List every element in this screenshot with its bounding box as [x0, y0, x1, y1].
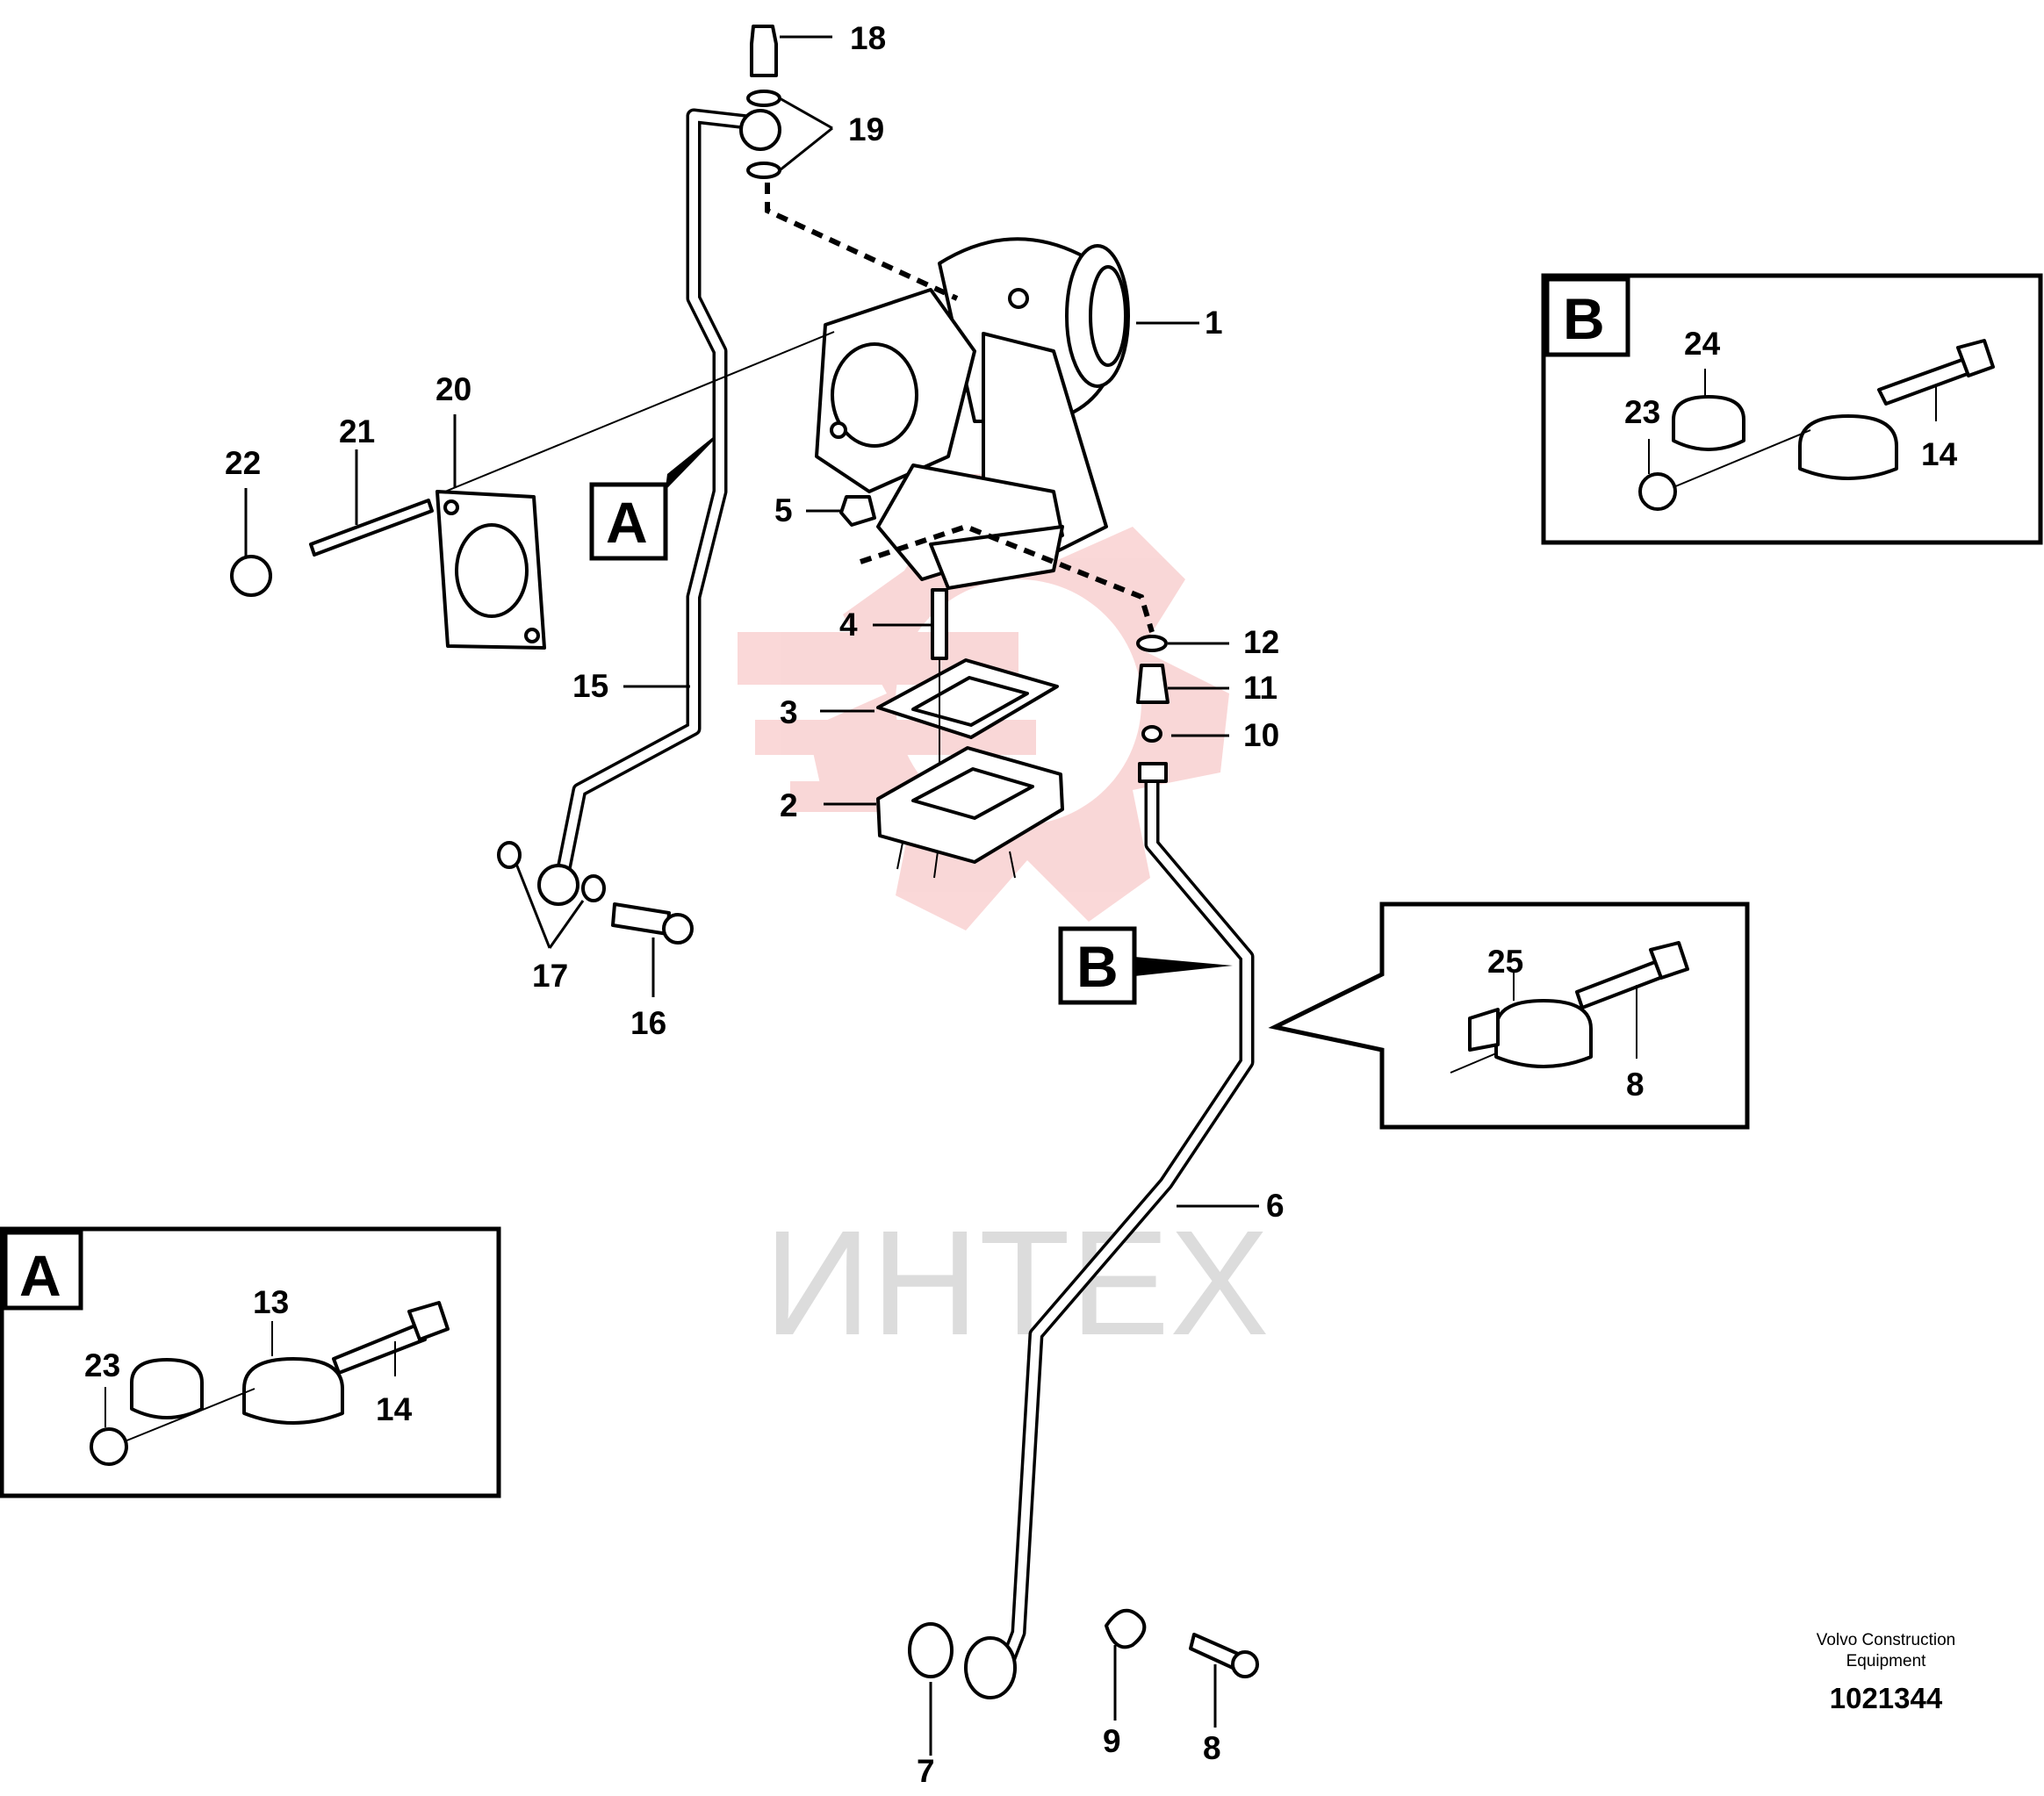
callout-22: 22: [225, 445, 261, 481]
clamp-13: [242, 1357, 344, 1425]
grommet-7: [964, 1636, 1017, 1699]
callout-3: 3: [780, 694, 798, 730]
watermark: ИНТЕХ: [738, 474, 1270, 1367]
callout-5: 5: [774, 492, 793, 528]
stud-21: [309, 499, 434, 557]
callout-2: 2: [780, 787, 798, 823]
turbocharger: [815, 237, 1130, 590]
callout-7: 7: [917, 1753, 935, 1789]
fitting-11: [1136, 664, 1170, 704]
leader-lines: [244, 35, 1259, 1756]
credit-block: Volvo Construction Equipment 1021344: [1817, 1631, 1955, 1714]
callout-6: 6: [1266, 1188, 1285, 1224]
callout-10: 10: [1243, 717, 1279, 753]
credit-line1: Volvo Construction: [1817, 1631, 1955, 1649]
svg-text:25: 25: [1487, 944, 1523, 980]
washer-10: [1141, 725, 1162, 743]
svg-text:8: 8: [1626, 1067, 1645, 1103]
banjo-bolt-18: [746, 25, 781, 179]
detail-b-top-letter: B: [1563, 286, 1605, 351]
clamp-25: [1494, 999, 1593, 1068]
svg-text:A: A: [606, 490, 648, 555]
callout-1: 1: [1205, 305, 1223, 341]
washer-12: [1136, 635, 1168, 652]
bolt-8-inline: [1575, 959, 1666, 1009]
clamp-14: [1798, 414, 1898, 480]
nut-5: [839, 495, 876, 527]
nut-23: [1638, 472, 1677, 511]
doc-number: 1021344: [1830, 1682, 1943, 1714]
detail-view-a: A 13 23 14: [0, 1226, 501, 1498]
detail-view-b-inline: 25 8: [1268, 902, 1750, 1130]
detail-a-letter: A: [19, 1243, 61, 1308]
bolt-14-a: [332, 1322, 427, 1375]
callout-12: 12: [1243, 624, 1279, 660]
banjo-bolt-16: [611, 902, 671, 936]
bolt-8: [1189, 1633, 1240, 1670]
callout-17: 17: [532, 958, 568, 994]
watermark-text: ИНТЕХ: [764, 1200, 1270, 1367]
clip-9: [1105, 1608, 1147, 1649]
callout-11: 11: [1243, 670, 1278, 706]
svg-text:23: 23: [1624, 394, 1660, 430]
stud-4: [931, 588, 948, 660]
callout-20: 20: [435, 371, 471, 407]
detail-view-b-top: B 24 23 14: [1541, 273, 2043, 545]
callout-4: 4: [839, 607, 858, 643]
svg-text:B: B: [1076, 934, 1119, 999]
nut-22: [230, 555, 272, 597]
callout-8: 8: [1203, 1730, 1221, 1766]
svg-text:23: 23: [84, 1347, 120, 1383]
callouts: 1 2 3 4 5 6 7 8 9 10 11 12 15 16 17 18 1…: [225, 20, 1285, 1789]
credit-line2: Equipment: [1846, 1652, 1927, 1670]
callout-21: 21: [339, 413, 375, 449]
view-marker-a: A: [589, 428, 723, 561]
svg-text:24: 24: [1684, 326, 1721, 362]
view-marker-b: B: [1058, 926, 1233, 1005]
clamp-23-a: [130, 1358, 204, 1419]
nut-23-a: [90, 1427, 128, 1466]
callout-19: 19: [848, 111, 884, 147]
svg-text:14: 14: [376, 1391, 413, 1427]
svg-text:14: 14: [1921, 436, 1958, 472]
callout-18: 18: [850, 20, 886, 56]
callout-15: 15: [572, 668, 608, 704]
callout-16: 16: [630, 1005, 666, 1041]
callout-9: 9: [1103, 1723, 1121, 1759]
svg-text:13: 13: [253, 1284, 289, 1320]
clamp-24: [1672, 395, 1745, 451]
bolt-14: [1877, 356, 1974, 406]
